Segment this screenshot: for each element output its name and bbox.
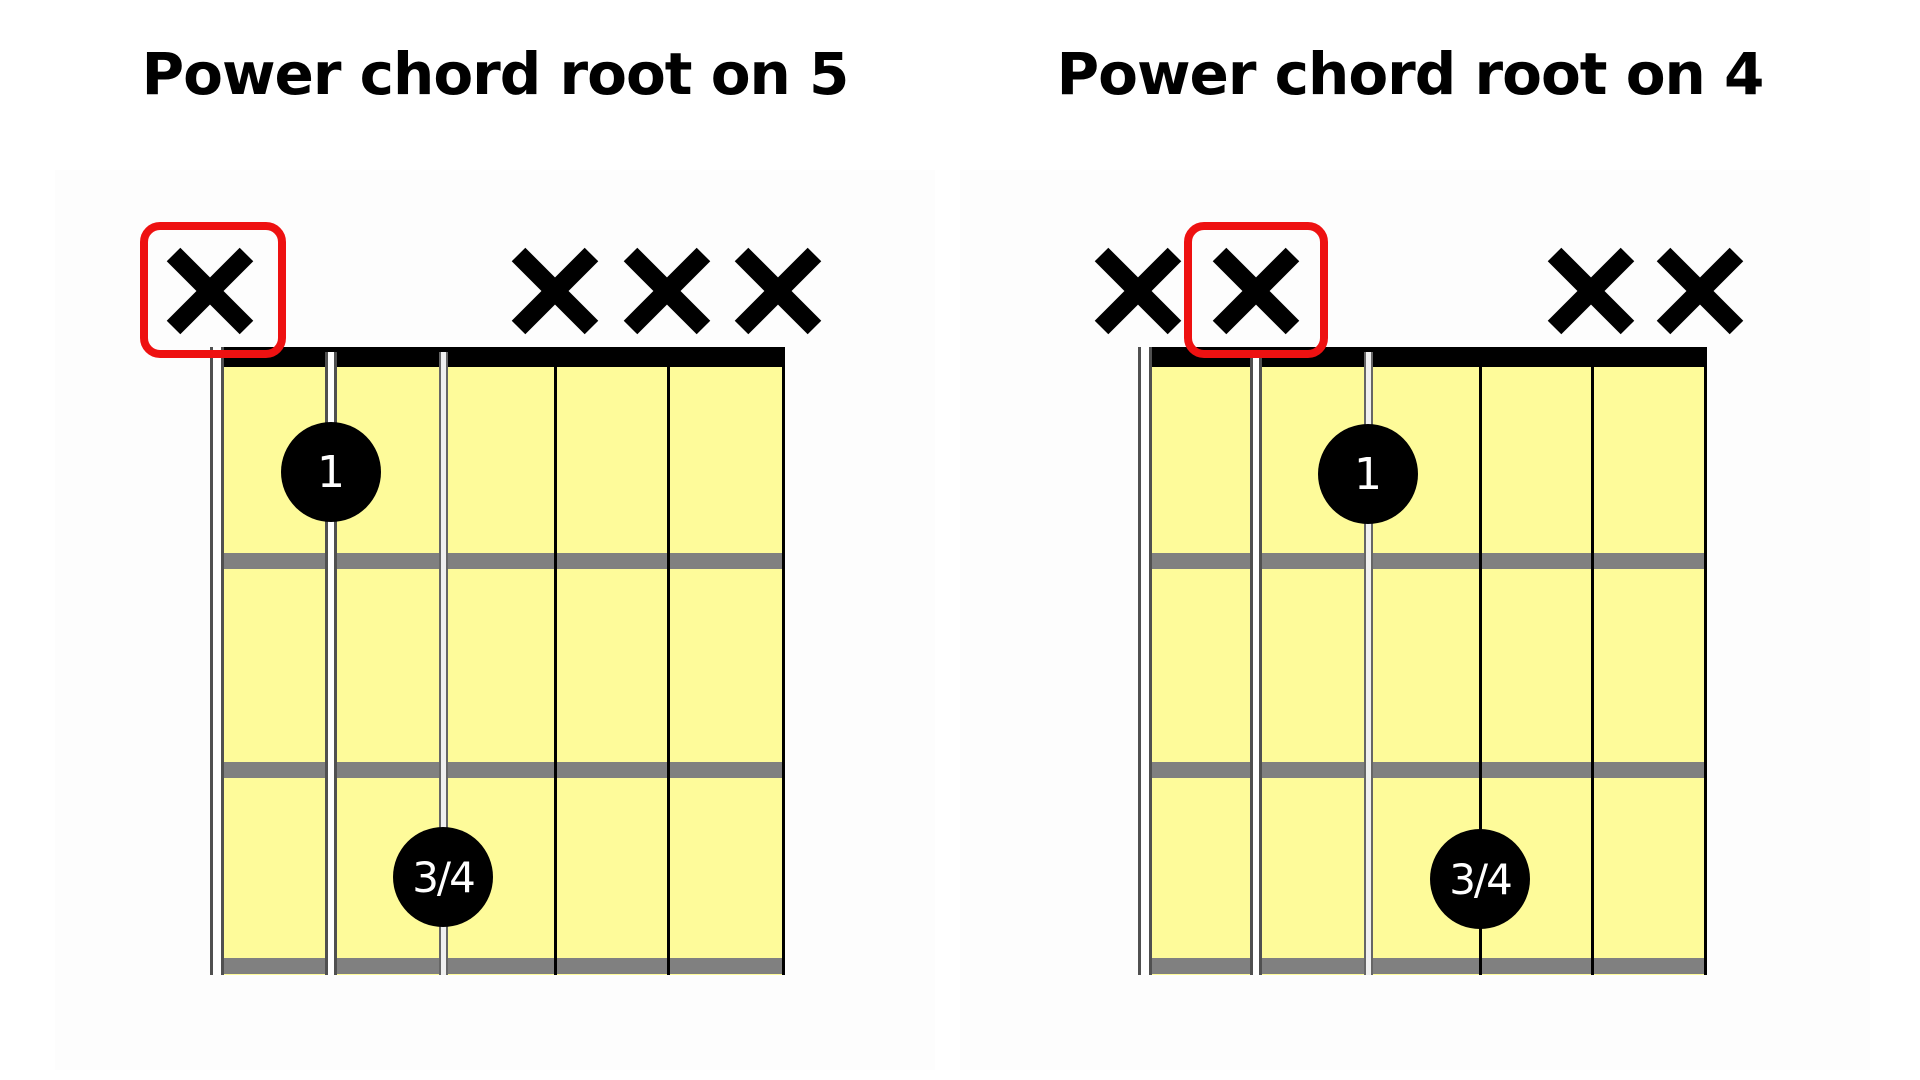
mute-x-icon-string-1 — [1652, 243, 1748, 339]
mute-x-icon-string-3 — [507, 243, 603, 339]
fretboard — [1148, 360, 1706, 975]
fretboard-right-edge — [782, 347, 785, 975]
finger-dot-3-4: 3/4 — [1430, 829, 1530, 929]
string-6 — [1138, 347, 1152, 975]
mute-x-icon-string-2 — [619, 243, 715, 339]
nut — [222, 347, 785, 367]
fretboard-right-edge — [1704, 347, 1707, 975]
highlight-box — [140, 222, 286, 358]
string-4 — [1364, 352, 1373, 975]
string-4 — [439, 352, 448, 975]
string-2 — [1591, 347, 1594, 975]
string-2 — [667, 347, 670, 975]
fret-1 — [1148, 553, 1706, 569]
chord-title-root-5: Power chord root on 5 — [141, 40, 850, 108]
mute-x-icon-string-1 — [730, 243, 826, 339]
fret-3 — [222, 958, 784, 974]
string-6 — [210, 347, 224, 975]
fret-2 — [222, 762, 784, 778]
finger-dot-3-4: 3/4 — [393, 827, 493, 927]
finger-dot-1: 1 — [1318, 424, 1418, 524]
string-3 — [1479, 347, 1482, 975]
fret-1 — [222, 553, 784, 569]
finger-dot-1: 1 — [281, 422, 381, 522]
chord-title-root-4: Power chord root on 4 — [1056, 40, 1765, 108]
mute-x-icon-string-5 — [1208, 243, 1304, 339]
string-5 — [1250, 352, 1262, 975]
fret-3 — [1148, 958, 1706, 974]
mute-x-icon-string-6 — [162, 243, 258, 339]
string-3 — [554, 347, 557, 975]
mute-x-icon-string-6 — [1090, 243, 1186, 339]
highlight-box — [1184, 222, 1328, 358]
fret-2 — [1148, 762, 1706, 778]
mute-x-icon-string-2 — [1543, 243, 1639, 339]
